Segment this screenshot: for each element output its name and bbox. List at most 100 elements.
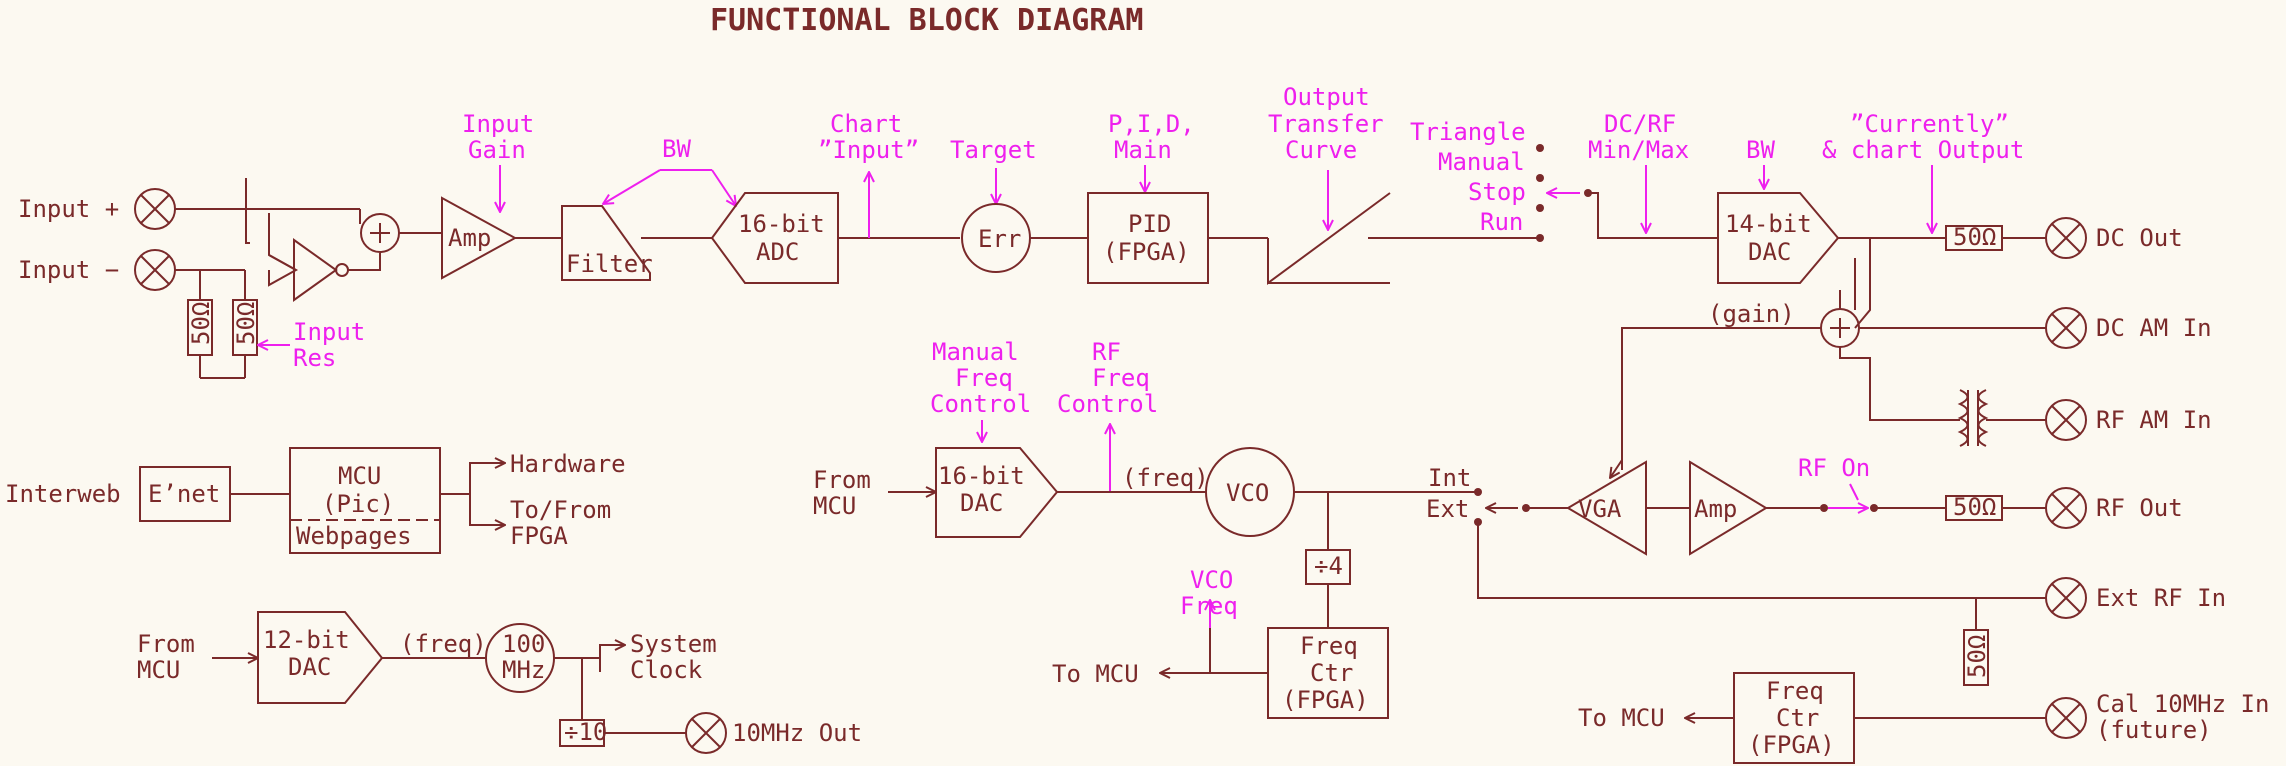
bw1-label: BW (662, 135, 691, 163)
vco-freq-label-2: Freq (1180, 592, 1238, 620)
gain-label: (gain) (1708, 300, 1795, 328)
manual-freq-label-1: Manual (932, 338, 1019, 366)
resistor-ext (1963, 629, 1989, 686)
rf-out-label: RF Out (2096, 494, 2183, 522)
adc16-label-2: ADC (756, 238, 799, 266)
dc-am-in-connector-icon (2045, 307, 2087, 349)
dac12-block (257, 611, 384, 704)
rf-amp-label: Amp (1694, 495, 1737, 523)
mod-summer (1820, 308, 1860, 348)
10mhz-out-connector-icon (685, 712, 727, 754)
vco-label: VCO (1226, 479, 1269, 507)
manual-freq-label-3: Control (930, 390, 1031, 418)
ext-rf-in-connector-icon (2045, 577, 2087, 619)
to-from-label-2: FPGA (510, 522, 568, 550)
resistor-50-b (232, 299, 258, 356)
transfer-curve-block (1267, 192, 1391, 285)
transformer-icon (1957, 389, 1989, 447)
clock-from-label-1: From (137, 630, 195, 658)
rf-am-in-label: RF AM In (2096, 406, 2212, 434)
dc-out-connector-icon (2045, 217, 2087, 259)
pid-block: PID (FPGA) (1087, 192, 1209, 284)
output-transfer-label-1: Output (1283, 83, 1370, 111)
10mhz-out-label: 10MHz Out (732, 719, 862, 747)
mode-triangle: Triangle (1410, 118, 1526, 146)
buffer-inverter (293, 238, 349, 302)
div10-label: ÷10 (564, 718, 607, 746)
dac14-label-2: DAC (1748, 238, 1791, 266)
res-ext-label: 50Ω (1963, 635, 1991, 678)
mode-switch: Triangle Manual Stop Run (1410, 118, 1718, 242)
rf-from-mcu-label-1: From (813, 466, 871, 494)
clock-section: From MCU 12-bit DAC (freq) 100 MHz Syste… (137, 611, 862, 754)
to-from-label-1: To/From (510, 496, 611, 524)
dac16-label-1: 16-bit (938, 462, 1025, 490)
mode-run: Run (1480, 208, 1523, 236)
chart-input-label-2: ”Input” (818, 136, 919, 164)
int-label: Int (1428, 464, 1471, 492)
input-summer (360, 213, 400, 253)
ext-label: Ext (1426, 495, 1469, 523)
system-clock-label-2: Clock (630, 656, 703, 684)
mcu-label-2: (Pic) (322, 490, 394, 518)
chart-input-label-1: Chart (830, 110, 902, 138)
mcu-section: Interweb E’net MCU (Pic) Webpages Hardwa… (5, 447, 626, 554)
filter-label: Filter (566, 250, 653, 278)
clock-from-label-2: MCU (137, 656, 180, 684)
rf-on-label: RF On (1798, 454, 1870, 482)
pid-label-1: PID (1128, 210, 1171, 238)
rf-amp-block (1689, 460, 1768, 556)
res-50-b-label: 50Ω (232, 302, 260, 345)
target-label: Target (950, 136, 1037, 164)
vco-freq-label-1: VCO (1190, 566, 1233, 594)
pid-param-label-2: Main (1114, 136, 1172, 164)
dcrf-label-1: DC/RF (1604, 110, 1676, 138)
input-plus-connector-icon (134, 188, 176, 230)
amp-label: Amp (448, 224, 491, 252)
rf-freq-label-3: Control (1057, 390, 1158, 418)
rf-to-mcu-label: To MCU (1052, 660, 1139, 688)
rf-out-connector-icon (2045, 487, 2087, 529)
div4-label: ÷4 (1314, 552, 1343, 580)
dac16-label-2: DAC (960, 489, 1003, 517)
dc-out-label: DC Out (2096, 224, 2183, 252)
rf-from-mcu-label-2: MCU (813, 492, 856, 520)
amp-block: Amp (441, 196, 518, 280)
enet-label: E’net (148, 480, 220, 508)
currently-label-1: ”Currently” (1850, 110, 2009, 138)
adc16-block: 16-bit ADC (710, 192, 839, 284)
osc-label-1: 100 (502, 630, 545, 658)
rf-freq-ctr-label-2: Ctr (1310, 659, 1353, 687)
adc16-label-1: 16-bit (738, 210, 825, 238)
output-transfer-label-3: Curve (1285, 136, 1357, 164)
vga-label: VGA (1578, 495, 1622, 523)
input-plus-label: Input + (18, 195, 119, 223)
res-50-a-label: 50Ω (187, 302, 215, 345)
mcu-label-1: MCU (338, 462, 381, 490)
dc-am-in-label: DC AM In (2096, 314, 2212, 342)
manual-freq-label-2: Freq (955, 364, 1013, 392)
dac14-block: 14-bit DAC (1717, 192, 1840, 284)
res-rf-label: 50Ω (1953, 493, 1996, 521)
rf-freq-label-2: Freq (1092, 364, 1150, 392)
output-transfer-label-2: Transfer (1268, 110, 1384, 138)
filter-block: Filter (561, 205, 653, 281)
currently-label-2: & chart Output (1822, 136, 2024, 164)
rf-freq-label-1: RF (1092, 338, 1121, 366)
ext-rf-in-label: Ext RF In (2096, 584, 2226, 612)
resistor-50-a (187, 299, 213, 356)
dac16-block (935, 447, 1059, 538)
rf-freq-ctr-label-1: Freq (1300, 632, 1358, 660)
mcu-block (289, 447, 441, 554)
cal-in-connector-icon (2045, 697, 2087, 739)
webpages-label: Webpages (296, 522, 412, 550)
cal-in-label-2: (future) (2096, 716, 2212, 744)
bw2-label: BW (1746, 136, 1775, 164)
pid-label-2: (FPGA) (1103, 238, 1190, 266)
mode-stop: Stop (1468, 178, 1526, 206)
input-minus-label: Input − (18, 256, 119, 284)
input-stage: Input + Input − 50Ω 50Ω Input Res (18, 178, 442, 379)
input-res-label-2: Res (293, 344, 336, 372)
cal-freq-ctr-label-3: (FPGA) (1748, 731, 1835, 759)
